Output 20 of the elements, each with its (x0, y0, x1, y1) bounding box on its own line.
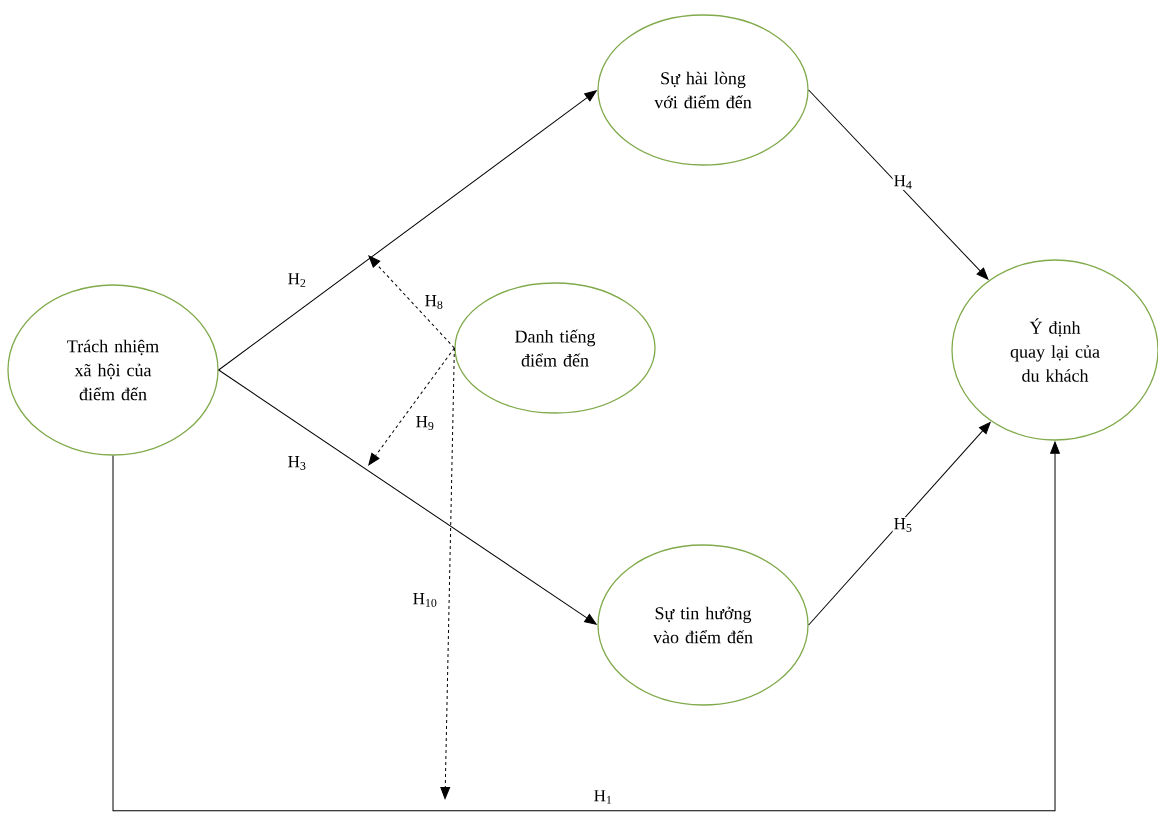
edge-label: H$_{3}$ (286, 455, 308, 471)
edge-label: H$_{10}$ (411, 592, 439, 608)
edge-label: H$_{2}$ (286, 272, 308, 288)
edge-label: H$_{5}$ (892, 517, 914, 533)
arrow (218, 90, 597, 371)
oval-node: Sự hài lòng với điểm đến (597, 14, 809, 166)
arrow (440, 347, 455, 800)
edge-label: H$_{1}$ (592, 789, 614, 805)
oval-node: Trách nhiệm xã hội của điểm đến (7, 284, 219, 456)
edge-label: H$_{4}$ (892, 174, 914, 190)
arrow (368, 255, 455, 349)
arrow (808, 421, 991, 626)
oval-node: Danh tiếng điểm đến (454, 282, 656, 414)
arrow (112, 441, 1060, 812)
oval-node: Sự tin hưởng vào điểm đến (597, 544, 809, 706)
edge-label: H$_{9}$ (414, 415, 436, 431)
arrow (218, 369, 597, 625)
edge-label: H$_{8}$ (423, 294, 445, 310)
arrow (368, 347, 455, 466)
arrow (808, 89, 989, 280)
